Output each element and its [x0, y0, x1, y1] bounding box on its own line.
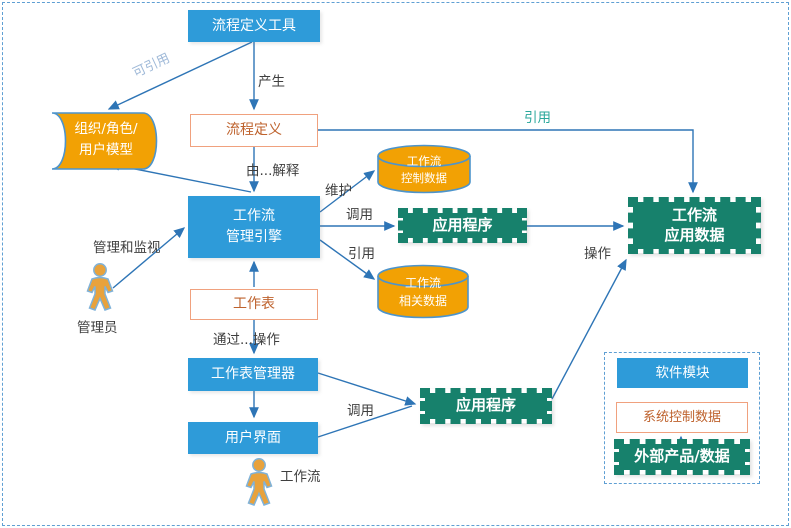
actor-label-admin: 管理员 [77, 320, 118, 336]
edge-referable [107, 41, 253, 110]
edge-label-reference-long: 引用 [524, 110, 551, 126]
edge-label-operate: 操作 [584, 246, 611, 262]
node-label-line: 应用数据 [664, 225, 725, 244]
edge-label-invoke-top: 调用 [346, 207, 373, 223]
node-label: 工作表 [233, 296, 275, 312]
edge-maintain [319, 170, 376, 213]
edge-operate [551, 258, 627, 400]
edge-label-interpreted-by: 由...解释 [246, 163, 300, 179]
node-label-line: 工作流 [233, 208, 275, 224]
edge-reference-mid [319, 239, 376, 280]
node-label: 工作流 应用数据 [664, 206, 724, 245]
legend-system-control-data: 系统控制数据 [616, 402, 748, 433]
node-worklist-manager: 工作表管理器 [188, 358, 318, 391]
node-user-interface: 用户界面 [188, 422, 318, 454]
node-label-line: 管理引擎 [226, 229, 282, 245]
node-workflow-engine: 工作流 管理引擎 [188, 196, 320, 258]
actor-label-workflow-user: 工作流 [280, 469, 321, 485]
edge-label-manage-monitor: 管理和监视 [93, 240, 161, 256]
node-application-bottom: 应用程序 [420, 388, 552, 424]
edge-manage-monitor [112, 227, 186, 289]
node-label: 应用程序 [455, 396, 516, 415]
edge-label-invoke-bottom: 调用 [347, 403, 374, 419]
node-worklist: 工作表 [190, 289, 318, 320]
legend-label: 软件模块 [655, 364, 710, 381]
node-label: 流程定义工具 [212, 17, 296, 34]
node-label: 工作表管理器 [211, 366, 295, 382]
node-label: 应用程序 [432, 215, 493, 234]
legend [604, 352, 760, 484]
org-model-shape [51, 112, 158, 170]
edge-label-reference-mid: 引用 [348, 246, 375, 262]
node-label: 用户界面 [225, 429, 281, 446]
node-process-def-tool: 流程定义工具 [188, 10, 320, 42]
edge-label-maintain: 维护 [325, 183, 352, 199]
edge-label-produce: 产生 [258, 74, 285, 90]
node-label: 工作流 管理引擎 [226, 206, 282, 248]
legend-software-module: 软件模块 [617, 358, 748, 388]
edge-reference-long [318, 129, 698, 194]
node-process-def: 流程定义 [190, 114, 318, 147]
control-data-cylinder [377, 144, 471, 194]
legend-label: 外部产品/数据 [634, 447, 730, 466]
admin-person-icon [86, 263, 114, 311]
related-data-cylinder [377, 264, 469, 319]
node-label: 流程定义 [226, 122, 282, 138]
edge-label-operate-through: 通过...操作 [213, 332, 280, 348]
edge-mgr-to-app2 [317, 372, 417, 406]
node-wf-app-data: 工作流 应用数据 [628, 197, 761, 254]
legend-external-product: 外部产品/数据 [614, 439, 750, 475]
workflow-person-icon [245, 458, 273, 506]
node-label-line: 工作流 [671, 206, 717, 224]
edge-ui-to-app2 [317, 405, 413, 438]
legend-label: 系统控制数据 [642, 409, 721, 425]
node-application-top: 应用程序 [398, 208, 527, 243]
